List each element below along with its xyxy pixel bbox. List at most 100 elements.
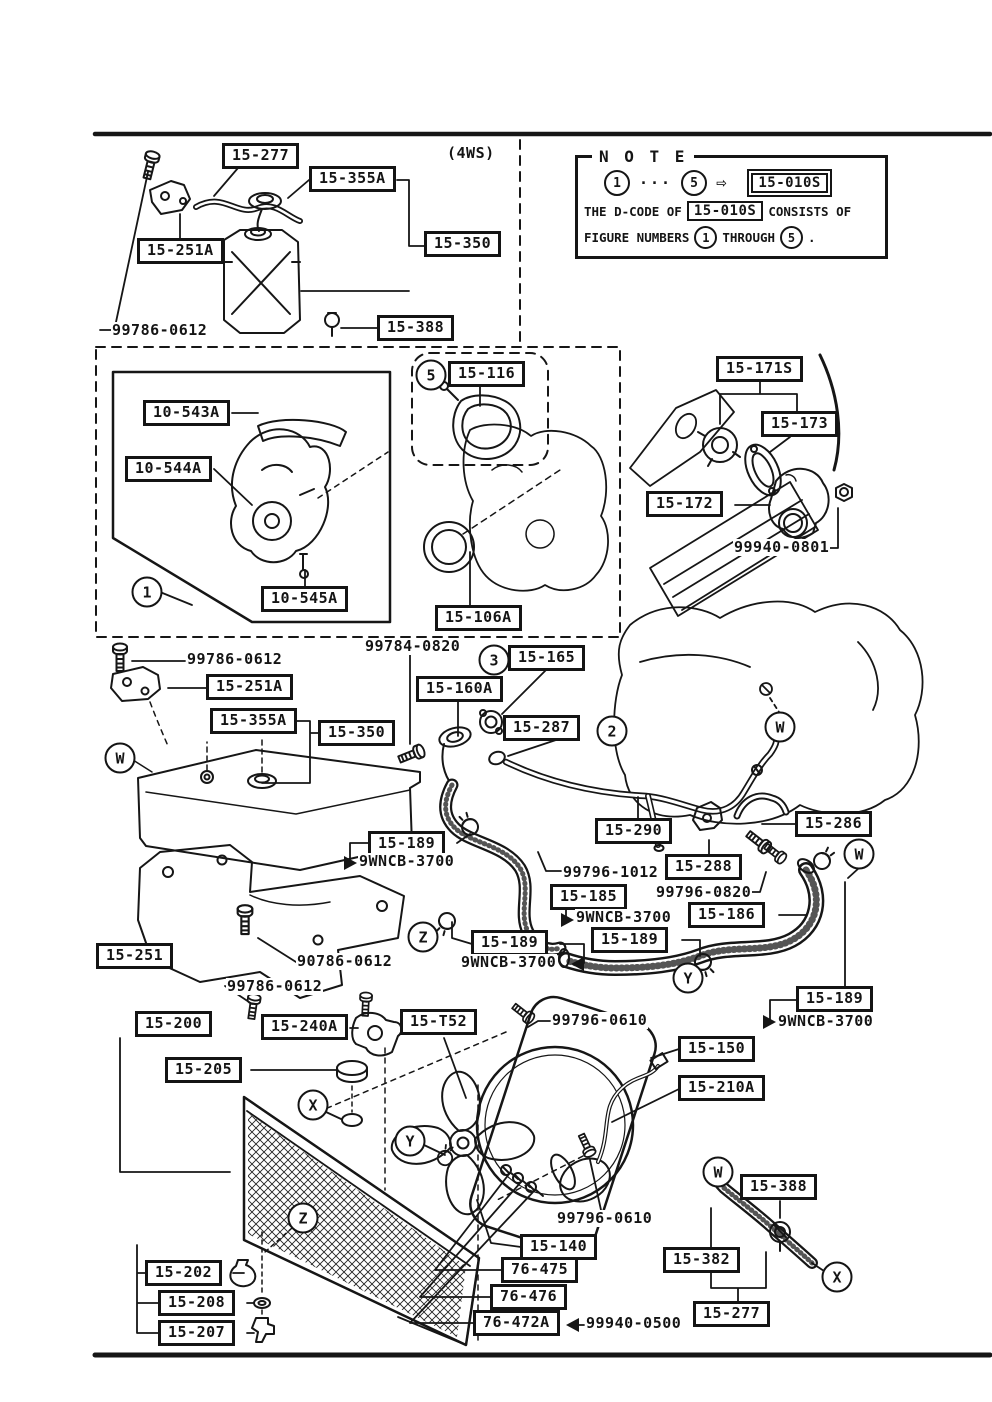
- text-9wncb-3700-bottom: 9WNCB-3700: [460, 953, 558, 972]
- text-90786-0612: 90786-0612: [296, 952, 394, 971]
- note-line1-code-box: 15-010S: [686, 201, 764, 221]
- label-15-355a-4ws: 15-355A: [309, 166, 396, 193]
- note-text-line-1: THE D-CODE OF 15-010S CONSISTS OF: [584, 201, 879, 221]
- reservoir-2wd-sketch: [110, 642, 421, 1021]
- label-15-202: 15-202: [145, 1260, 223, 1287]
- marker-z-hose: Z: [407, 921, 439, 953]
- label-15-189-mid: 15-189: [591, 927, 669, 954]
- radiator-sketch: [229, 991, 481, 1347]
- label-15-186: 15-186: [688, 902, 766, 929]
- leader-arrowheads: [344, 856, 776, 1332]
- marker-x-radiator: X: [297, 1089, 329, 1121]
- front-cover-sketch: [423, 381, 609, 592]
- label-76-476: 76-476: [490, 1284, 568, 1311]
- note-title: N O T E: [592, 147, 695, 166]
- label-15-160a: 15-160A: [416, 676, 503, 703]
- note-box: N O T E 1 ··· 5 ⇨ 15-010S THE D-CODE OF …: [575, 147, 888, 259]
- label-15-172: 15-172: [646, 491, 724, 518]
- label-15-150: 15-150: [678, 1036, 756, 1063]
- text-99796-0610-low: 99796-0610: [556, 1209, 654, 1228]
- label-15-277-hose: 15-277: [693, 1301, 771, 1328]
- label-15-288: 15-288: [665, 854, 743, 881]
- text-99940-0500: 99940-0500: [585, 1314, 683, 1333]
- label-10-544a: 10-544A: [125, 456, 212, 483]
- label-76-475: 76-475: [501, 1257, 579, 1284]
- note-line1-post: CONSISTS OF: [768, 203, 852, 219]
- marker-y-radiator: Y: [394, 1125, 426, 1157]
- label-15-106a: 15-106A: [435, 605, 522, 632]
- note-dcode-box: 15-010S: [751, 173, 828, 193]
- text-99796-0820: 99796-0820: [655, 883, 753, 902]
- label-15-189-left: 15-189: [368, 831, 446, 858]
- label-15-388-4ws: 15-388: [377, 315, 455, 342]
- label-15-t52: 15-T52: [400, 1009, 478, 1036]
- note-line2-pre: FIGURE NUMBERS: [584, 230, 690, 245]
- water-pump-sketch: [159, 418, 389, 606]
- marker-w-hose-lower: W: [702, 1156, 734, 1188]
- marker-w-engine: W: [764, 711, 796, 743]
- label-15-350-mid: 15-350: [318, 720, 396, 747]
- thermostat-group-sketch: [697, 427, 853, 539]
- label-15-173: 15-173: [761, 411, 839, 438]
- text-99796-1012: 99796-1012: [562, 863, 660, 882]
- section-dividers: [95, 139, 621, 638]
- marker-figure-1: 1: [131, 576, 163, 608]
- label-15-355a-mid: 15-355A: [210, 708, 297, 735]
- label-15-251a-4ws: 15-251A: [137, 238, 224, 265]
- text-4ws: (4WS): [446, 144, 496, 163]
- label-15-185: 15-185: [550, 884, 628, 911]
- marker-x-hose: X: [821, 1261, 853, 1293]
- text-9wncb-3700-left: 9WNCB-3700: [358, 852, 456, 871]
- label-15-210a: 15-210A: [678, 1075, 765, 1102]
- label-15-240a: 15-240A: [261, 1014, 348, 1041]
- marker-figure-3: 3: [478, 644, 510, 676]
- note-ellipsis: ···: [639, 174, 673, 192]
- text-99786-0612-mid: 99786-0612: [186, 650, 284, 669]
- label-76-472a: 76-472A: [473, 1310, 560, 1337]
- marker-z-radiator: Z: [287, 1202, 319, 1234]
- text-9wncb-3700-185: 9WNCB-3700: [575, 908, 673, 927]
- note-line2-period: .: [808, 230, 816, 245]
- note-arrow-icon: ⇨: [716, 173, 727, 193]
- reservoir-4ws-sketch: [139, 148, 340, 337]
- leader-lines: [99, 167, 860, 1334]
- note-line2-mid: THROUGH: [722, 230, 776, 245]
- text-99784-0820: 99784-0820: [364, 637, 462, 656]
- marker-figure-5: 5: [415, 359, 447, 391]
- note-figure-5-marker: 5: [681, 170, 708, 196]
- label-15-382: 15-382: [663, 1247, 741, 1274]
- label-15-290: 15-290: [595, 818, 673, 845]
- label-15-277-4ws: 15-277: [222, 143, 300, 170]
- label-15-251: 15-251: [96, 943, 174, 970]
- figure-1-box: [111, 370, 392, 624]
- note-figure-1-marker: 1: [604, 170, 630, 196]
- text-99940-0801: 99940-0801: [733, 538, 831, 557]
- marker-w-hose-upper: W: [843, 838, 875, 870]
- label-15-388-hose: 15-388: [740, 1174, 818, 1201]
- label-15-200: 15-200: [135, 1011, 213, 1038]
- label-15-286: 15-286: [795, 811, 873, 838]
- note-line2-figure-5: 5: [780, 226, 804, 249]
- label-15-171s: 15-171S: [716, 356, 803, 383]
- note-legend-row: 1 ··· 5 ⇨ 15-010S: [604, 170, 877, 196]
- text-9wncb-3700-right: 9WNCB-3700: [777, 1012, 875, 1031]
- marker-w-tank: W: [104, 742, 136, 774]
- note-text-line-2: FIGURE NUMBERS 1 THROUGH 5 .: [584, 226, 879, 249]
- label-10-543a: 10-543A: [143, 400, 230, 427]
- label-15-116: 15-116: [448, 361, 526, 388]
- label-15-287: 15-287: [503, 715, 581, 742]
- text-99786-0612-low: 99786-0612: [226, 977, 324, 996]
- marker-figure-2: 2: [596, 715, 628, 747]
- label-15-251a-mid: 15-251A: [206, 674, 293, 701]
- text-99786-0612-4ws: 99786-0612: [111, 321, 209, 340]
- label-15-189-right: 15-189: [796, 986, 874, 1013]
- label-15-165: 15-165: [508, 645, 586, 672]
- note-line1-pre: THE D-CODE OF: [584, 203, 682, 219]
- page-borders: [92, 131, 992, 1358]
- text-99796-0610-top: 99796-0610: [551, 1011, 649, 1030]
- note-line2-figure-1: 1: [694, 226, 718, 249]
- label-15-207: 15-207: [158, 1320, 236, 1347]
- label-15-350-4ws: 15-350: [424, 231, 502, 258]
- marker-y-pipe: Y: [672, 962, 704, 994]
